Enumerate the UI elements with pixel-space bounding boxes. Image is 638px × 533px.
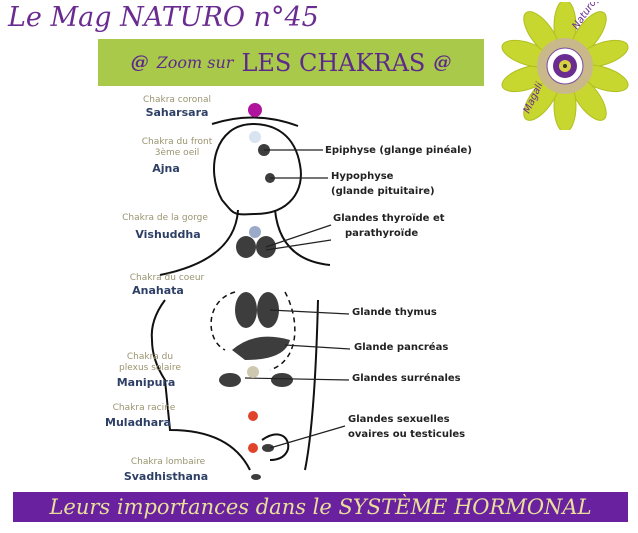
magazine-title: Le Mag NATURO n°45 <box>8 2 319 33</box>
chakra-label: Chakra racine <box>112 403 176 413</box>
chakra-name: Vishuddha <box>135 228 201 241</box>
gland-line: (glande pituitaire) <box>331 186 435 197</box>
gland-line: parathyroïde <box>345 228 419 239</box>
chakra-label: Chakra du front <box>141 137 213 147</box>
gland-thyroide: Glandes thyroïde et parathyroïde <box>333 211 445 241</box>
chakra-name: Saharsara <box>145 106 209 119</box>
gland-line: Glandes thyroïde et <box>333 213 445 224</box>
zoom-banner: @ Zoom sur LES CHAKRAS @ <box>98 39 484 86</box>
gland-hypophyse: Hypophyse (glande pituitaire) <box>331 169 435 199</box>
gland-line: Glandes sexuelles <box>348 414 450 425</box>
gland-sexuelles: Glandes sexuelles ovaires ou testicules <box>348 412 465 442</box>
gland-thymus: Glande thymus <box>352 307 437 318</box>
chakra-label: Chakra du <box>126 352 174 362</box>
zoom-prefix: Zoom sur <box>156 53 234 72</box>
chakra-name: Manipura <box>116 376 176 389</box>
gland-line: Hypophyse <box>331 171 394 182</box>
chakra-label: Chakra de la gorge <box>122 213 208 223</box>
chakra-name: Muladhara <box>105 416 171 429</box>
gland-pancreas: Glande pancréas <box>354 342 449 353</box>
gland-surrenales: Glandes surrénales <box>352 373 461 384</box>
chakra-label-2: 3ème oeil <box>154 148 200 158</box>
swirl-icon: @ <box>433 52 452 73</box>
gland-epiphyse: Epiphyse (glange pinéale) <box>325 145 472 156</box>
swirl-icon: @ <box>130 52 149 73</box>
chakra-label: Chakra du coeur <box>129 273 205 283</box>
chakra-name: Svadhisthana <box>123 470 209 483</box>
chakra-label: Chakra coronal <box>143 95 211 105</box>
chakra-label: Chakra lombaire <box>130 457 206 467</box>
footer-banner: Leurs importances dans le SYSTÈME HORMON… <box>13 492 628 522</box>
chakra-name: Anahata <box>132 284 184 297</box>
chakra-label-2: plexus solaire <box>119 363 181 373</box>
chakra-name: Ajna <box>152 162 180 175</box>
gland-line: ovaires ou testicules <box>348 429 466 440</box>
naturopathe-flower-logo: Naturopathe Magali <box>501 2 629 130</box>
zoom-subject: LES CHAKRAS <box>241 48 426 77</box>
